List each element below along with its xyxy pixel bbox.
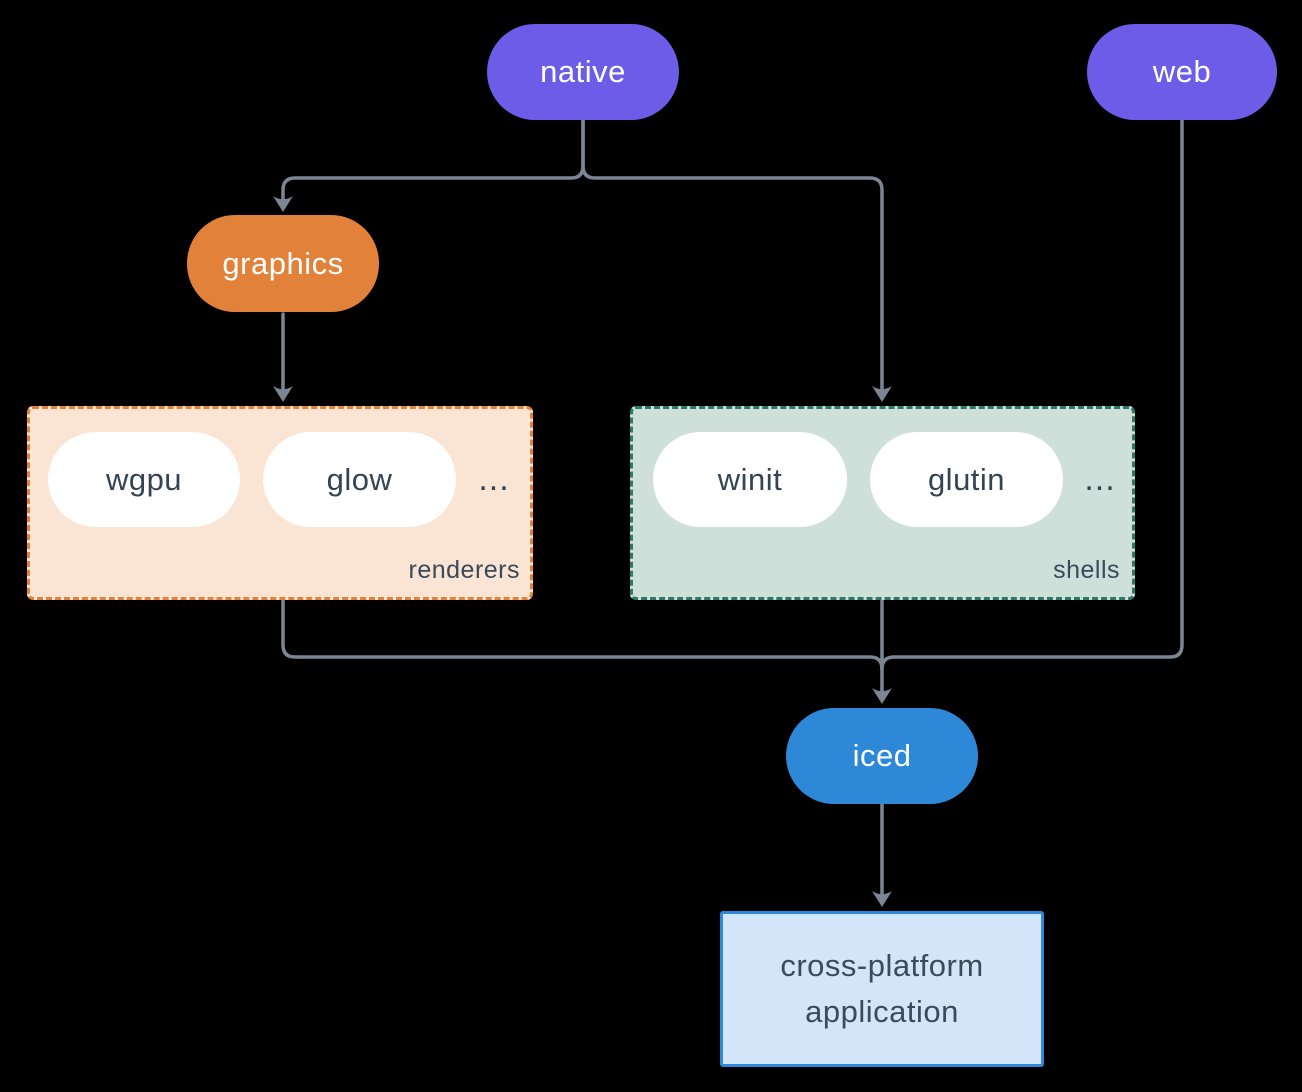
arrowhead-iced-icon (872, 688, 892, 704)
arrowhead-graphics-icon (273, 196, 293, 212)
shells-ellipsis: ... (1084, 460, 1116, 498)
pill-wgpu: wgpu (48, 432, 240, 527)
arrowhead-shells-icon (872, 386, 892, 402)
node-iced-label: iced (852, 738, 912, 773)
shells-label: shells (1053, 556, 1120, 584)
arrow-iced-to-app (872, 802, 892, 907)
edge-native-shells (581, 118, 884, 391)
renderers-ellipsis: ... (478, 460, 510, 498)
group-shells: winit glutin ... shells (630, 406, 1135, 600)
node-web: web (1087, 24, 1277, 120)
edge-native-graphics (281, 118, 585, 201)
arrow-native-to-shells (581, 118, 892, 402)
app-label-line2: application (805, 994, 959, 1029)
edge-renderers-to-merge (281, 598, 884, 671)
arrowhead-app-icon (872, 891, 892, 907)
arrow-native-to-graphics (273, 118, 585, 212)
pill-glow-label: glow (326, 461, 393, 497)
app-label-line1: cross-platform (780, 948, 984, 983)
pill-glutin: glutin (870, 432, 1063, 527)
pill-wgpu-label: wgpu (105, 461, 183, 497)
arrowhead-renderers-icon (273, 386, 293, 402)
node-iced: iced (786, 708, 978, 804)
node-graphics: graphics (187, 215, 379, 312)
edge-renderers-merge (281, 598, 884, 671)
node-graphics-label: graphics (222, 245, 344, 281)
pill-winit: winit (653, 432, 847, 527)
pill-glow: glow (263, 432, 456, 527)
group-renderers: wgpu glow ... renderers (27, 406, 533, 600)
arrow-graphics-to-renderers (273, 312, 293, 402)
pill-glutin-label: glutin (927, 461, 1006, 497)
arrow-shells-to-iced (872, 598, 892, 704)
node-native-label: native (540, 54, 626, 89)
node-native: native (487, 24, 679, 120)
node-web-label: web (1152, 54, 1212, 89)
node-app: cross-platform application (720, 911, 1044, 1067)
renderers-label: renderers (408, 556, 520, 584)
pill-winit-label: winit (717, 461, 783, 497)
